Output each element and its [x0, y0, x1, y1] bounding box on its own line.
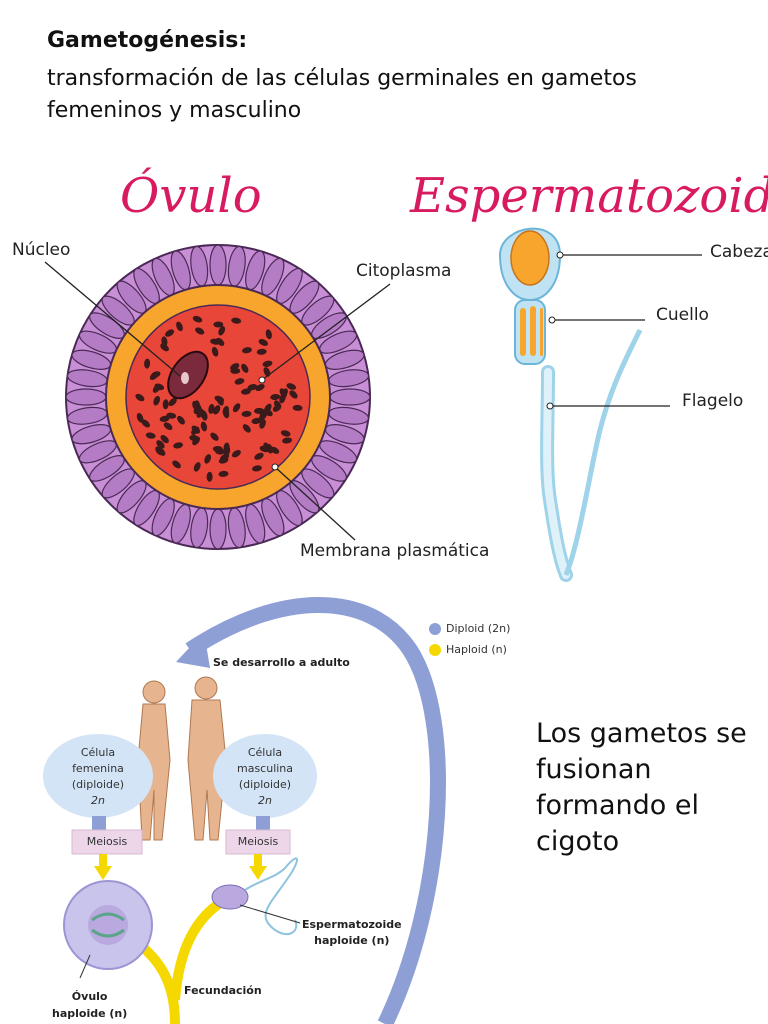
page-title: Gametogénesis:	[47, 28, 248, 53]
head-label: Cabeza	[710, 242, 768, 262]
ovum-heading: Óvulo	[120, 168, 262, 224]
sperm-haploid-label: Espermatozoide haploide (n)	[302, 918, 402, 947]
membrane-label: Membrana plasmática	[300, 541, 490, 561]
nucleus-label: Núcleo	[12, 240, 71, 260]
ovum-illustration	[44, 244, 391, 550]
female-cell-label: Célula femenina (diploide) 2n	[71, 746, 125, 807]
cytoplasm-label: Citoplasma	[356, 261, 452, 281]
sperm-illustration	[498, 227, 702, 582]
develop-label: Se desarrollo a adulto	[213, 656, 350, 669]
page-subtitle: transformación de las células germinales…	[47, 66, 637, 123]
neck-label: Cuello	[656, 305, 709, 325]
legend-haploid: Haploid (n)	[446, 643, 507, 656]
meiosis-right: Meiosis	[237, 835, 279, 848]
ovum-haploid-label: Óvulo haploide (n)	[52, 990, 128, 1020]
meiosis-left: Meiosis	[86, 835, 128, 848]
sperm-heading: Espermatozoide	[410, 168, 768, 224]
legend-diploid: Diploid (2n)	[446, 622, 511, 635]
fusion-text: Los gametos se fusionan formando el cigo…	[536, 718, 747, 857]
flagellum-label: Flagelo	[682, 391, 744, 411]
fertilization-label: Fecundación	[184, 984, 262, 997]
life-cycle-diagram	[43, 597, 446, 1024]
male-cell-label: Célula masculina (diploide) 2n	[236, 746, 294, 807]
